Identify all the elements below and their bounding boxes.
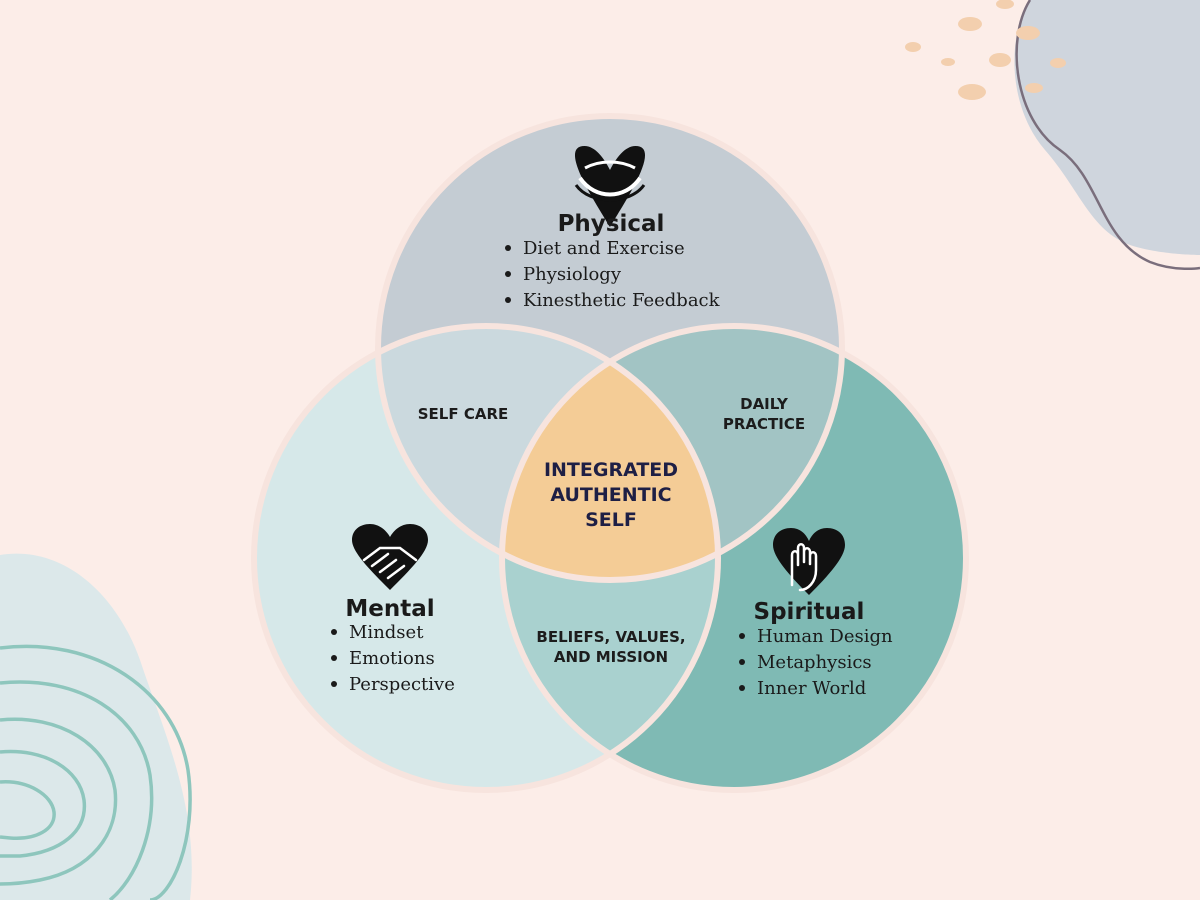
spiritual-item-3: Inner World (757, 678, 866, 699)
spiritual-item-2: Metaphysics (757, 652, 872, 673)
physical-item-1: Diet and Exercise (523, 238, 685, 259)
center-label-line-3: SELF (585, 509, 637, 531)
beliefs-label-line-2: AND MISSION (554, 648, 668, 666)
mental-bullets: Mindset Emotions Perspective (331, 622, 455, 695)
heart-hand-icon (773, 528, 845, 595)
heart-handshake-icon (352, 524, 428, 590)
mental-title: Mental (345, 596, 434, 622)
decor-dots (905, 0, 1066, 100)
decor-top-right (905, 0, 1200, 270)
mental-item-3: Perspective (349, 674, 455, 695)
daily-practice-label-line-1: DAILY (740, 395, 789, 413)
mental-item-2: Emotions (349, 648, 435, 669)
physical-title: Physical (558, 211, 665, 237)
spiritual-bullets: Human Design Metaphysics Inner World (739, 626, 893, 699)
center-label-line-2: AUTHENTIC (550, 484, 671, 506)
spiritual-item-1: Human Design (757, 626, 893, 647)
circle-outlines (251, 113, 969, 793)
physical-item-3: Kinesthetic Feedback (523, 290, 721, 311)
spiritual-title: Spiritual (754, 599, 865, 625)
daily-practice-label-line-2: PRACTICE (723, 415, 805, 433)
self-care-label: SELF CARE (418, 405, 509, 423)
center-label-line-1: INTEGRATED (544, 459, 678, 481)
mental-item-1: Mindset (349, 622, 424, 643)
beliefs-label-line-1: BELIEFS, VALUES, (536, 628, 685, 646)
decor-blob-bottom-left (0, 553, 192, 900)
decor-outline-top-right (1015, 0, 1200, 270)
physical-item-2: Physiology (523, 264, 622, 285)
decor-bottom-left (0, 553, 192, 900)
decor-spiral (0, 644, 192, 900)
overlap-center (502, 326, 718, 580)
physical-bullets: Diet and Exercise Physiology Kinesthetic… (505, 238, 721, 311)
heart-hug-icon (574, 146, 646, 227)
